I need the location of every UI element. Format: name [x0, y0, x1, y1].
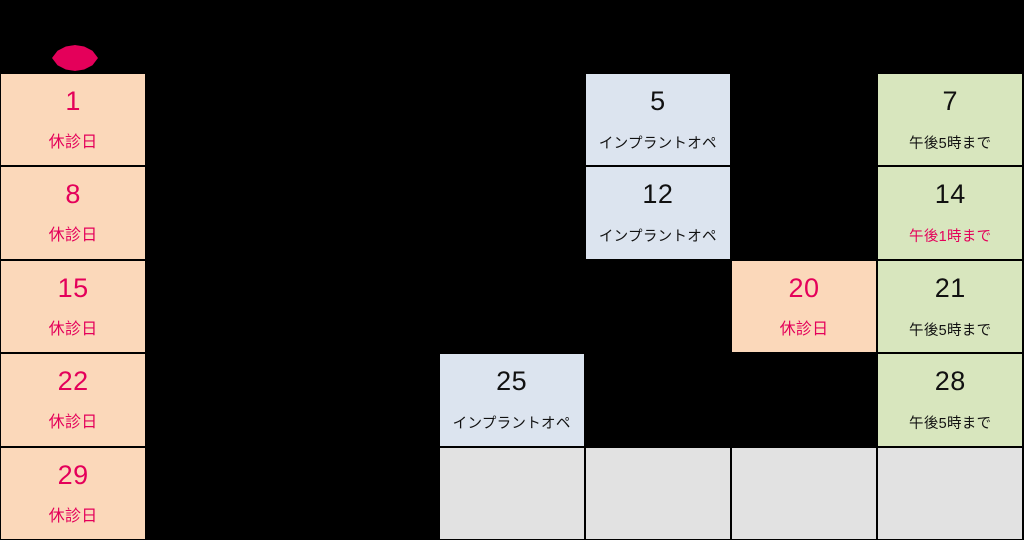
day-note: インプラントオペ	[598, 229, 717, 246]
day-note: 午後5時まで	[909, 322, 992, 339]
day-number: 21	[934, 272, 966, 303]
day-note: 休診日	[48, 414, 98, 432]
calendar-empty-cell	[292, 353, 438, 446]
day-number: 28	[934, 366, 966, 397]
calendar-day-cell[interactable]: 20 休診日	[730, 259, 878, 354]
day-number: 29	[57, 459, 89, 490]
calendar-empty-cell	[731, 166, 877, 259]
calendar-day-cell[interactable]: 28 午後5時まで	[877, 353, 1024, 447]
day-number: 5	[650, 86, 666, 116]
calendar-day-cell[interactable]: 7 午後5時まで	[877, 73, 1024, 167]
day-note: 午後5時まで	[909, 136, 992, 152]
day-note: 午後5時まで	[909, 416, 992, 433]
calendar-empty-cell	[730, 446, 878, 540]
day-number: 7	[942, 86, 958, 116]
day-note: インプラントオペ	[452, 416, 571, 433]
calendar-empty-cell	[146, 166, 292, 259]
day-number: 1	[65, 86, 81, 116]
calendar-empty-cell	[439, 166, 585, 259]
calendar-day-cell[interactable]: 14 午後1時まで	[877, 166, 1024, 260]
calendar-empty-cell	[146, 353, 292, 446]
day-number: 12	[642, 179, 674, 210]
calendar-empty-cell	[292, 260, 438, 353]
day-number: 15	[57, 272, 89, 303]
day-number: 14	[934, 179, 966, 210]
day-note: インプラントオペ	[598, 136, 717, 152]
calendar-empty-cell	[292, 447, 438, 540]
calendar-empty-cell	[877, 446, 1024, 540]
calendar-empty-cell	[731, 73, 877, 166]
lens-marker	[52, 45, 98, 71]
calendar-day-cell[interactable]: 25 インプラントオペ	[438, 353, 585, 447]
day-note: 休診日	[48, 320, 98, 338]
day-note: 休診日	[779, 320, 829, 338]
calendar-empty-cell	[146, 73, 292, 166]
calendar-day-cell[interactable]: 1 休診日	[0, 73, 147, 167]
calendar-day-cell[interactable]: 21 午後5時まで	[877, 259, 1024, 354]
day-note: 休診日	[48, 134, 98, 151]
calendar-day-cell[interactable]: 29 休診日	[0, 446, 147, 540]
calendar-empty-cell	[584, 446, 731, 540]
calendar-day-cell[interactable]: 15 休診日	[0, 259, 147, 354]
calendar-empty-cell	[292, 73, 438, 166]
calendar-grid: 1 休診日 5 インプラントオペ 7 午後5時まで 8 休診日 12 インプラントオペ 14 午後1時…	[0, 73, 1024, 540]
calendar-day-cell[interactable]: 12 インプラントオペ	[584, 166, 731, 260]
calendar-day-cell[interactable]: 22 休診日	[0, 353, 147, 447]
calendar-empty-cell	[292, 166, 438, 259]
calendar-empty-cell	[438, 446, 585, 540]
calendar-day-cell[interactable]: 8 休診日	[0, 166, 147, 260]
day-number: 22	[57, 366, 89, 397]
calendar-empty-cell	[585, 260, 731, 353]
calendar-empty-cell	[146, 447, 292, 540]
calendar-empty-cell	[585, 353, 731, 446]
day-note: 休診日	[48, 507, 98, 525]
calendar-empty-cell	[731, 353, 877, 446]
day-note: 休診日	[48, 227, 98, 245]
calendar-empty-cell	[146, 260, 292, 353]
day-number: 8	[65, 179, 81, 210]
day-number: 20	[788, 272, 820, 303]
calendar-empty-cell	[439, 73, 585, 166]
calendar-empty-cell	[439, 260, 585, 353]
calendar-day-cell[interactable]: 5 インプラントオペ	[584, 73, 731, 167]
day-note: 午後1時まで	[909, 229, 992, 246]
day-number: 25	[496, 366, 528, 397]
